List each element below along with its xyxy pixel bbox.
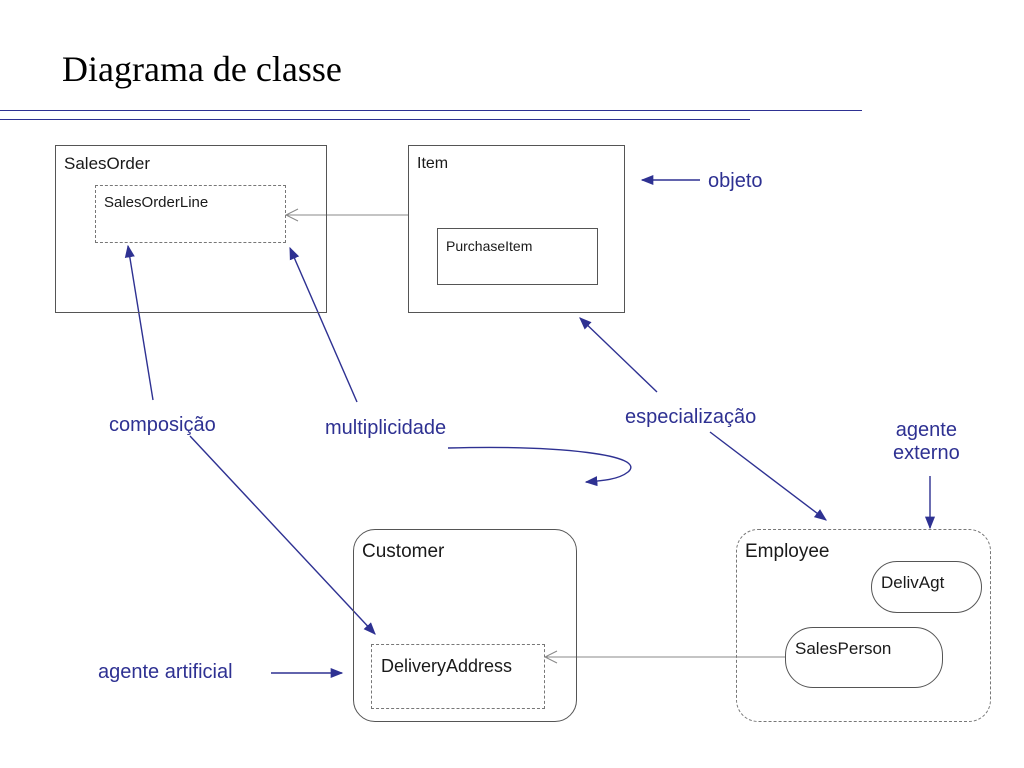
association-deliveryaddress-salesperson — [543, 650, 785, 664]
title-rule-top — [0, 110, 862, 111]
title-rule-bottom — [0, 119, 750, 120]
class-item-label: Item — [417, 155, 449, 172]
arrow-especializacao-to-employee — [709, 431, 828, 521]
arrow-especializacao-to-item — [579, 317, 658, 393]
annotation-objeto: objeto — [708, 170, 763, 192]
class-salesorderline: SalesOrderLine — [95, 185, 286, 243]
annotation-agente-externo: agente externo — [893, 419, 960, 465]
page-title: Diagrama de classe — [62, 49, 342, 89]
annotation-multiplicidade: multiplicidade — [325, 417, 447, 439]
class-salesperson-label: SalesPerson — [795, 639, 892, 658]
class-item: Item — [408, 145, 625, 313]
arrow-multiplicidade-curve — [447, 446, 632, 487]
class-deliveryaddress-label: DeliveryAddress — [381, 656, 513, 676]
annotation-agente-externo-line1: agente — [895, 419, 957, 441]
annotation-composicao: composição — [109, 414, 216, 436]
class-delivagt-label: DelivAgt — [881, 573, 945, 592]
class-delivagt: DelivAgt — [871, 561, 982, 613]
arrow-composicao-to-salesorderline — [124, 244, 154, 401]
class-customer-label: Customer — [362, 541, 445, 562]
class-salesorder-label: SalesOrder — [64, 154, 150, 173]
annotation-agente-artificial: agente artificial — [98, 661, 233, 683]
annotation-agente-externo-line2: externo — [893, 442, 960, 464]
class-purchaseitem: PurchaseItem — [437, 228, 598, 285]
association-salesorderline-item — [284, 208, 408, 222]
class-salesperson: SalesPerson — [785, 627, 943, 688]
class-purchaseitem-label: PurchaseItem — [446, 238, 533, 254]
arrow-composicao-to-deliveryaddress — [189, 435, 376, 635]
class-salesorderline-label: SalesOrderLine — [104, 194, 209, 211]
class-employee: Employee — [736, 529, 991, 722]
class-employee-label: Employee — [745, 541, 830, 562]
class-customer: Customer — [353, 529, 577, 722]
class-deliveryaddress: DeliveryAddress — [371, 644, 545, 709]
class-salesorder: SalesOrder — [55, 145, 327, 313]
arrow-multiplicidade — [289, 246, 358, 403]
annotation-especializacao: especialização — [625, 406, 757, 428]
